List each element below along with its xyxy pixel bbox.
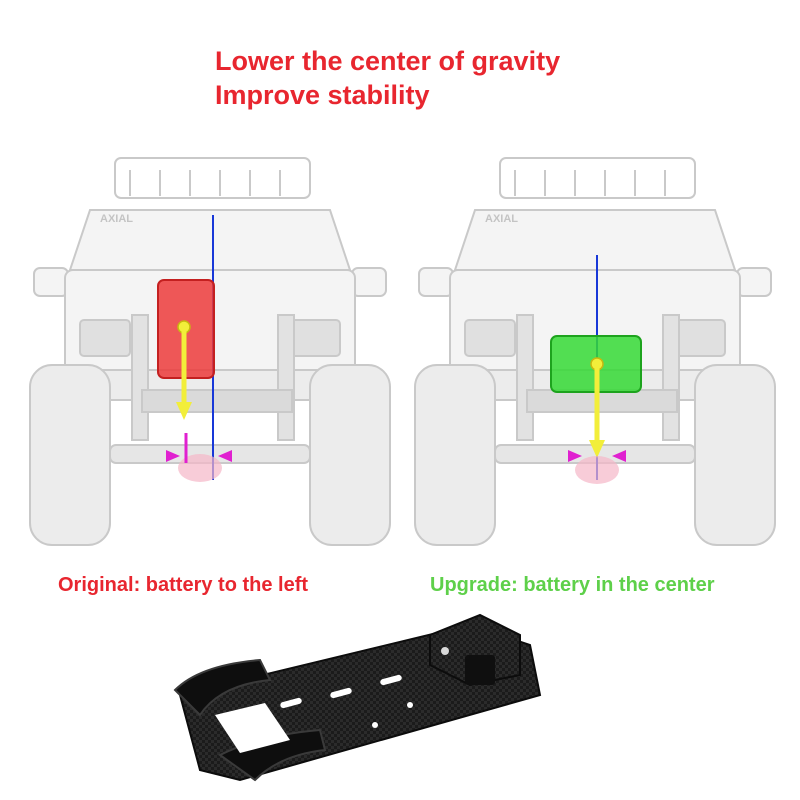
carbon-battery-tray [160, 605, 560, 795]
upgrade-caption: Upgrade: battery in the center [430, 574, 715, 596]
vehicle-logo: AXIAL [100, 213, 133, 225]
headline-line-2: Improve stability [215, 80, 430, 110]
gravity-arrow-icon [176, 320, 192, 420]
truck-front-illustration-original: AXIAL [29, 157, 391, 546]
gravity-arrow-icon [589, 357, 605, 458]
headline-line-1: Lower the center of gravity [215, 46, 561, 76]
offset-marker-icon [166, 433, 232, 482]
upgrade-truck-panel: AXIAL [405, 150, 785, 560]
carbon-battery-tray-icon [173, 613, 542, 782]
original-caption: Original: battery to the left [58, 574, 309, 596]
offset-marker-icon [568, 450, 626, 484]
headline: Lower the center of gravity Improve stab… [215, 44, 560, 112]
vehicle-logo: AXIAL [485, 213, 518, 225]
truck-front-illustration-upgrade: AXIAL [414, 157, 776, 546]
original-truck-panel: AXIAL [20, 150, 400, 560]
